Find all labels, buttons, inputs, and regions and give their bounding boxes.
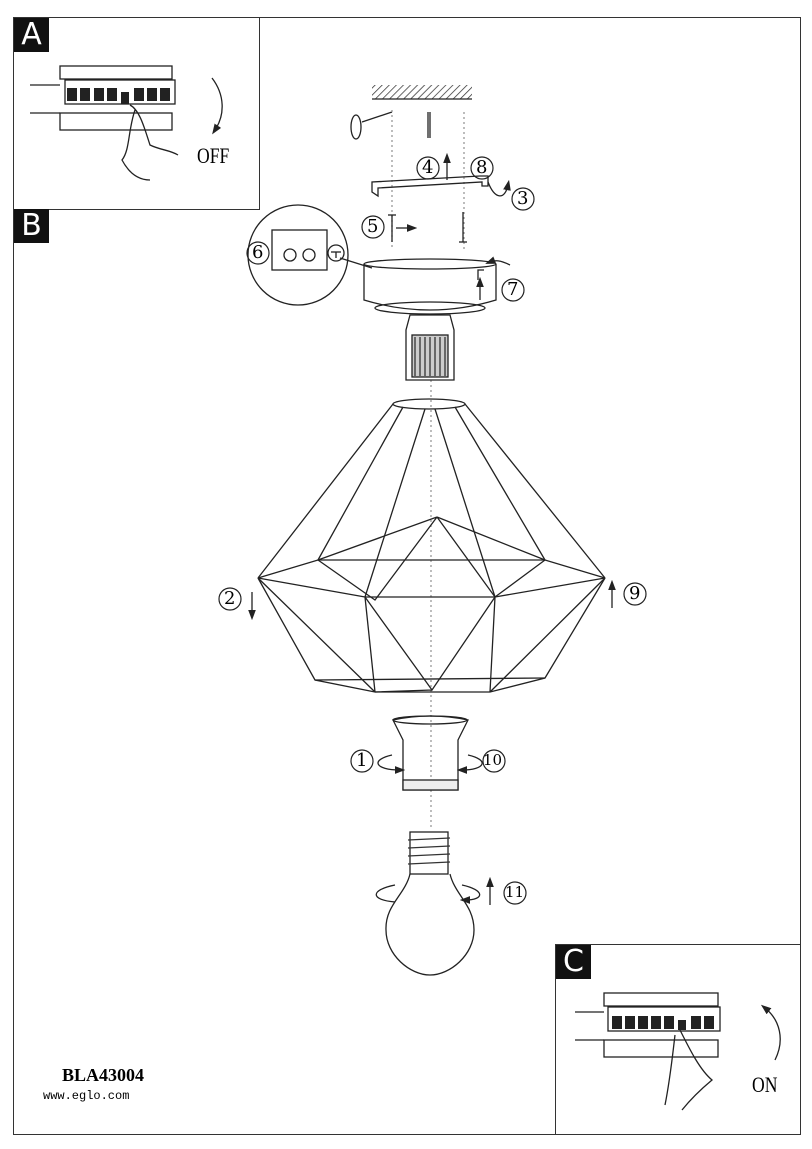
step-8: 8 <box>476 157 488 178</box>
cable-icon <box>427 112 431 138</box>
step-7: 7 <box>507 279 519 300</box>
ceiling-canopy <box>363 256 511 315</box>
off-text: OFF <box>197 143 230 168</box>
on-text: ON <box>752 1072 778 1097</box>
panel-a-label: A <box>14 18 49 52</box>
terminal-block-detail <box>247 204 373 306</box>
screw-icon <box>388 214 418 242</box>
ceiling-hatch <box>372 85 472 99</box>
panel-a-box <box>13 17 260 210</box>
wire-cage-shade <box>257 398 606 693</box>
step-10: 10 <box>483 751 503 769</box>
step-3: 3 <box>517 188 529 209</box>
step-5: 5 <box>367 216 379 237</box>
guide-lines <box>391 110 465 830</box>
step-11: 11 <box>505 883 525 901</box>
website: www.eglo.com <box>43 1089 130 1103</box>
panel-c-box <box>555 944 801 1135</box>
step-9: 9 <box>629 583 641 604</box>
step-2: 2 <box>224 588 236 609</box>
step-1: 1 <box>356 750 368 771</box>
shade-ring <box>377 715 483 791</box>
screw-icon <box>459 212 467 243</box>
off-arrow-icon <box>211 77 223 135</box>
step-6: 6 <box>252 242 264 263</box>
breaker-panel-on <box>575 992 721 1111</box>
page-border <box>13 17 801 1135</box>
breaker-panel-off <box>30 65 179 181</box>
panel-b-label: B <box>14 209 49 243</box>
lamp-holder <box>405 314 455 381</box>
wall-plug-icon <box>350 111 393 140</box>
model-number: BLA43004 <box>62 1065 145 1085</box>
light-bulb <box>375 831 494 976</box>
on-arrow-icon <box>760 1004 781 1061</box>
panel-c-label: C <box>556 945 591 979</box>
step-4: 4 <box>422 157 434 178</box>
